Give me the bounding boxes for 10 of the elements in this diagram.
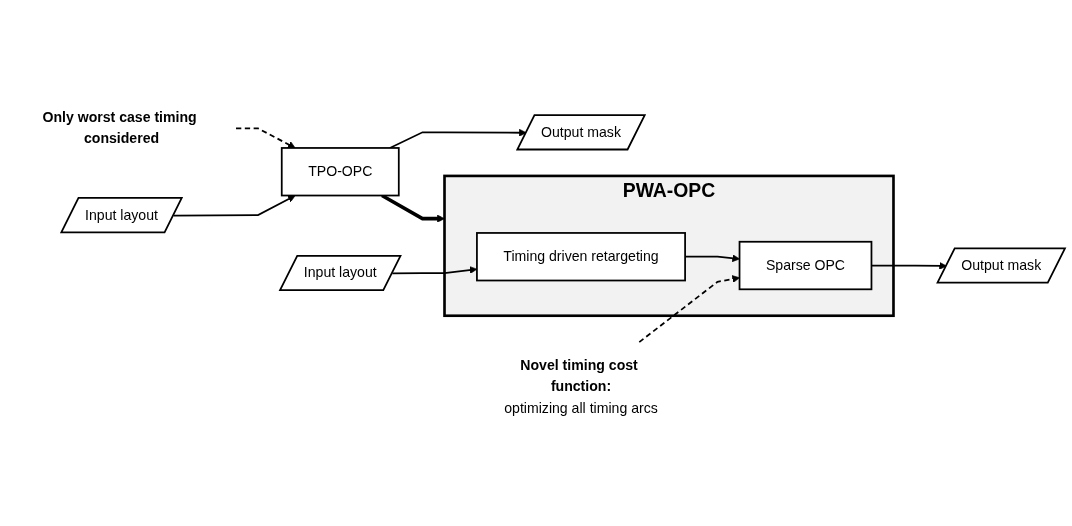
arrow: [638, 275, 740, 344]
node-box: Timing driven retargeting: [476, 232, 686, 282]
arrow: [172, 195, 296, 217]
node-box: Sparse OPC: [738, 240, 873, 291]
arrow: [235, 127, 296, 149]
node-text: Novel timing cost function: optimizing all timing arcs: [504, 358, 658, 416]
arrow: [389, 128, 527, 149]
node-text: Only worst case timing considered: [42, 109, 197, 146]
node-box: TPO-OPC: [280, 147, 400, 197]
arrow: [381, 194, 445, 223]
